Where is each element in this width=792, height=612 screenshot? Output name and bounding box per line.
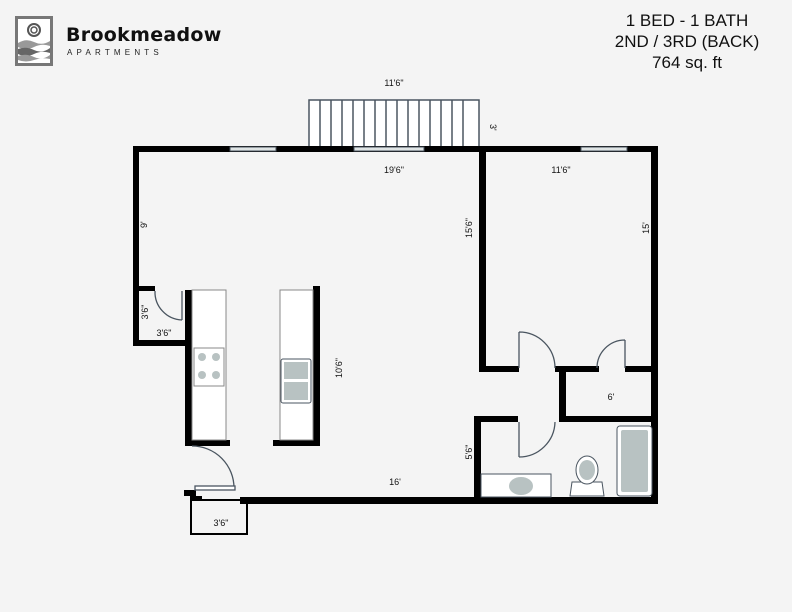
svg-text:5'6": 5'6" [464,445,474,460]
closet-door [154,290,183,321]
unit-area: 764 sq. ft [652,53,722,72]
entry-landing [190,499,248,535]
doors[interactable] [154,290,626,491]
balcony [308,99,480,148]
bedroom-door [518,331,556,369]
svg-text:15'6": 15'6" [464,218,474,238]
svg-text:3': 3' [488,124,498,131]
svg-text:3'6": 3'6" [140,305,150,320]
dimension-labels: 11'6" 3' 19'6" 9' 11'6" 15' 15'6" 3'6" 3… [139,78,651,528]
svg-text:11'6": 11'6" [551,165,570,175]
svg-text:3'6": 3'6" [157,328,172,338]
svg-text:15': 15' [641,222,651,234]
svg-text:19'6": 19'6" [384,165,404,175]
entry-door [191,445,235,489]
windows [229,146,628,152]
kitchen-sink [280,358,312,404]
unit-info: 1 BED - 1 BATH 2ND / 3RD (BACK) 764 sq. … [582,10,792,73]
bath-vanity [480,473,552,498]
svg-text:16': 16' [389,477,401,487]
closet-door-2 [596,339,626,369]
stove [193,347,225,387]
unit-floors: 2ND / 3RD (BACK) [614,32,760,51]
brand-logo [15,16,53,66]
svg-text:10'6": 10'6" [334,358,344,378]
svg-text:6': 6' [608,392,615,402]
brand-name: Brookmeadow [66,24,222,46]
sun-over-hills-icon [18,23,50,62]
bathtub [616,425,653,497]
toilet [569,455,605,497]
unit-type: 1 BED - 1 BATH [625,11,749,30]
brand-subtitle: APARTMENTS [67,48,163,57]
svg-text:3'6": 3'6" [214,518,229,528]
svg-text:9': 9' [139,221,149,228]
svg-text:11'6": 11'6" [384,78,403,88]
bath-door [518,421,556,458]
